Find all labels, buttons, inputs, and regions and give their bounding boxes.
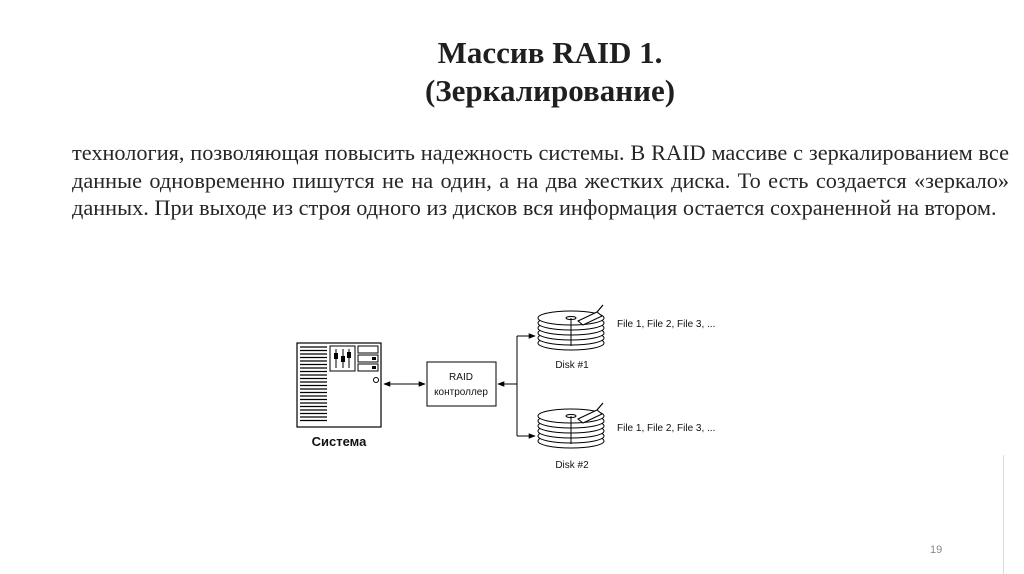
raid-controller-box [426, 361, 497, 407]
system-computer-icon [296, 342, 382, 428]
disk1-label: Disk #1 [555, 360, 589, 371]
disk2-label: Disk #2 [555, 460, 589, 471]
controller-label-line2: контроллер [434, 387, 488, 398]
disk1-icon [537, 304, 605, 351]
disk2-icon [537, 402, 605, 449]
body-paragraph: технология, позволяющая повысить надежно… [72, 140, 1009, 220]
controller-label-line1: RAID [449, 372, 473, 383]
title-line-2: (Зеркалирование) [424, 73, 676, 108]
page-number: 19 [930, 544, 943, 556]
title-line-1: Массив RAID 1. [437, 35, 663, 70]
slide-edge-line [1003, 455, 1004, 574]
system-label: Система [312, 434, 367, 449]
disk1-files: File 1, File 2, File 3, ... [617, 319, 715, 330]
disk2-files: File 1, File 2, File 3, ... [617, 423, 715, 434]
slide-title: Массив RAID 1. (Зеркалирование) [330, 34, 770, 110]
